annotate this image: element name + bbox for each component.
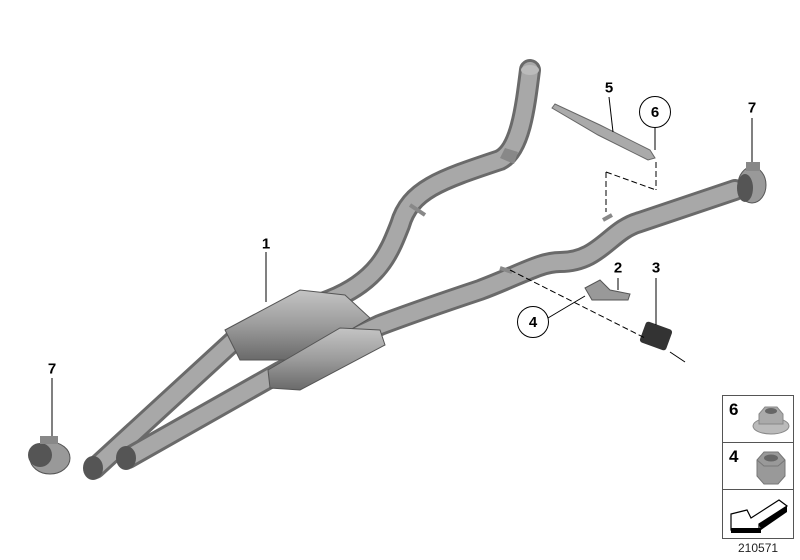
direction-arrow-icon (730, 499, 789, 533)
callout-2: 2 (613, 259, 623, 277)
flange-nut-icon (752, 406, 790, 435)
legend-label: 6 (729, 400, 739, 419)
legend-item-4: 4 (723, 443, 793, 490)
callout-7-right: 7 (747, 99, 757, 117)
bracket-2 (584, 279, 631, 301)
hex-nut-icon (756, 451, 786, 485)
module-3 (639, 321, 673, 351)
legend-item-arrow (723, 490, 793, 538)
callout-6: 6 (639, 96, 671, 128)
diagram-number: 210571 (738, 541, 779, 555)
hanger-bracket (500, 148, 518, 164)
catalytic-converter (224, 289, 371, 361)
clamp-right (737, 162, 767, 204)
legend-label: 4 (729, 447, 739, 466)
clamp-left (28, 436, 71, 475)
callout-5: 5 (604, 79, 614, 97)
callout-7-left: 7 (47, 360, 57, 378)
bracket-5 (551, 103, 656, 161)
callout-1: 1 (261, 235, 271, 253)
legend-panel: 6 4 (722, 395, 794, 539)
callout-4: 4 (517, 306, 549, 338)
exhaust-pipe-lower (117, 179, 746, 469)
legend-item-6: 6 (723, 396, 793, 443)
callout-3: 3 (651, 259, 661, 277)
